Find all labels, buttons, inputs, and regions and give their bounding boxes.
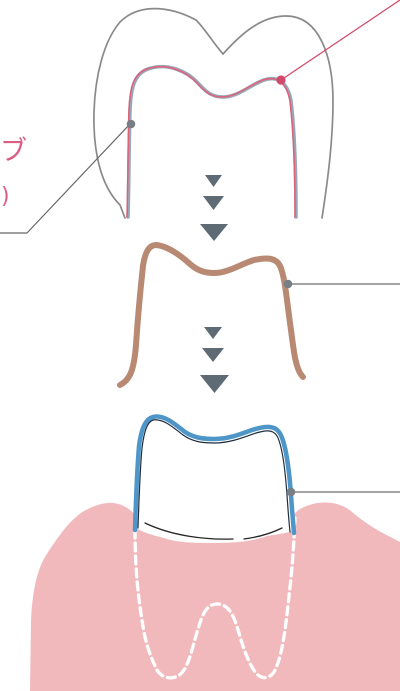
right-top-callout-marker [276, 75, 285, 84]
crown-inner-gray-edge [128, 67, 296, 217]
crown-white-fill [136, 416, 294, 540]
down-arrow-icon [205, 175, 222, 187]
right-top-callout-line [281, 0, 400, 80]
down-arrow-icon [202, 348, 224, 362]
down-arrow-icon [200, 224, 228, 241]
left-callout-marker [127, 120, 136, 129]
left-callout-diagonal [27, 124, 130, 233]
down-arrow-icon [203, 196, 224, 210]
brown-callout-marker [284, 280, 293, 289]
blue-callout-marker [287, 488, 296, 497]
down-arrow-icon [204, 327, 222, 339]
left-cropped-text-1: ブ [0, 137, 27, 167]
crown-pink-coping-line [127, 67, 295, 217]
down-arrow-icon [200, 375, 229, 393]
brown-coping-shape [120, 245, 303, 385]
left-cropped-text-2: ) [1, 182, 10, 212]
